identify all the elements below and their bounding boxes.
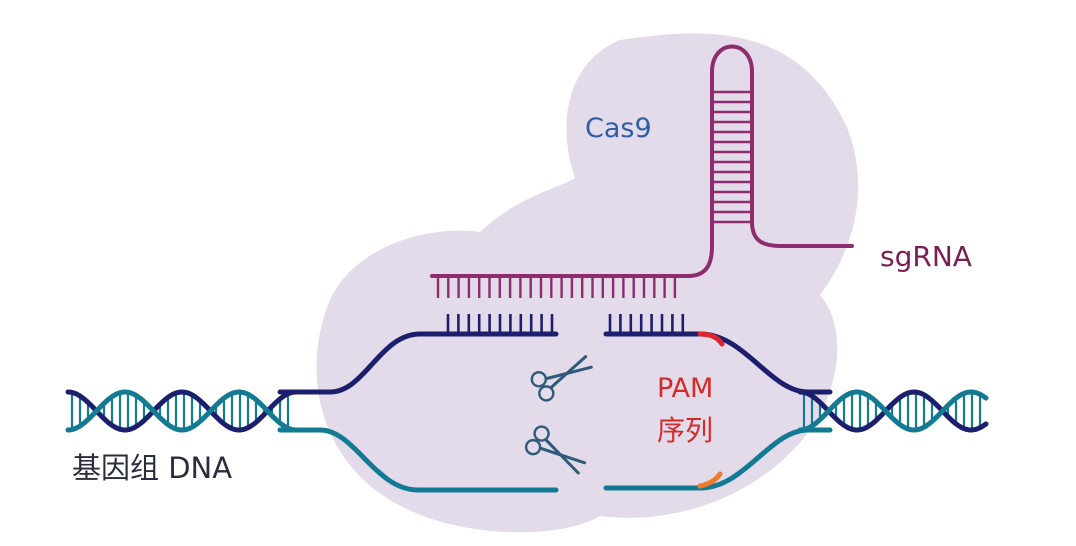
target-strand-bases <box>446 314 685 334</box>
top-strand-left <box>277 331 559 395</box>
sgrna-backbone <box>430 44 854 278</box>
right-helix-strand-dark <box>797 389 989 433</box>
pam-top-segment <box>697 331 725 347</box>
sgrna-structure <box>430 44 854 298</box>
sgrna-label: sgRNA <box>880 240 972 273</box>
scissors-icon <box>530 355 593 402</box>
sgrna-guide-teeth <box>436 276 677 298</box>
pam-sequence-label: 序列 <box>657 414 713 447</box>
scissors-icon <box>524 425 587 475</box>
bottom-strand-right <box>603 427 833 491</box>
genomic-dna-strands <box>65 331 989 493</box>
genomic-dna-label: 基因组 DNA <box>72 451 232 485</box>
left-helix-strand-dark <box>65 389 299 433</box>
right-helix-strand-teal <box>797 389 989 433</box>
cas9-protein-blob <box>316 33 859 533</box>
cas9-label: Cas9 <box>585 113 652 144</box>
bottom-strand-left <box>277 427 559 493</box>
pam-bottom-segment <box>697 471 723 489</box>
left-helix-strand-teal <box>65 389 299 433</box>
pam-label: PAM <box>657 373 713 404</box>
sgrna-hairpin-rungs <box>714 90 750 224</box>
